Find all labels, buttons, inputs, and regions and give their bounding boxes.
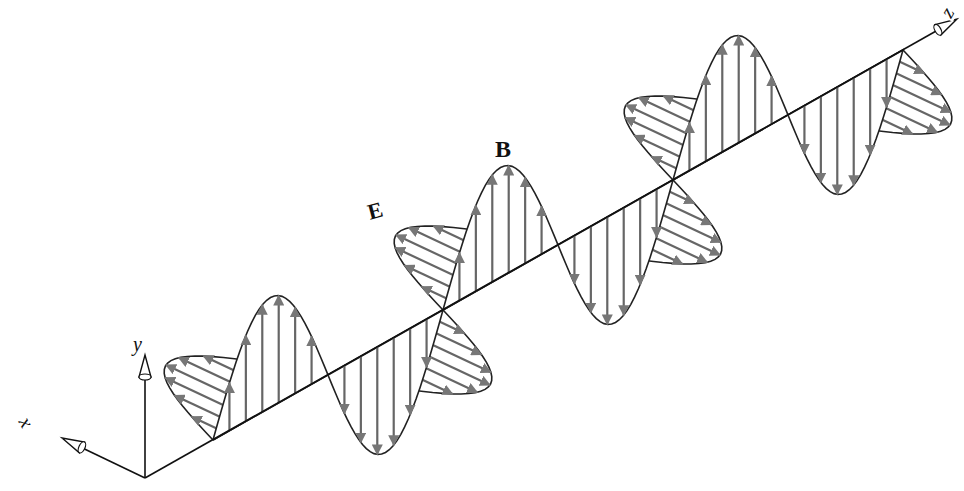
y-axis <box>144 372 146 478</box>
field-label: E <box>363 198 387 224</box>
magnetic-field-lobe <box>328 310 443 454</box>
axis-label: x <box>15 411 39 432</box>
axis-label: y <box>131 334 144 354</box>
magnetic-field-lobe <box>213 296 328 440</box>
y-axis-arrowhead <box>139 374 151 380</box>
magnetic-field-lobe <box>443 166 558 310</box>
z-axis <box>145 26 945 478</box>
field-label: B <box>493 137 513 161</box>
magnetic-field-lobe <box>558 180 673 324</box>
magnetic-field-lobe <box>673 36 788 180</box>
axis-label: z <box>935 2 958 22</box>
x-axis-arrowhead <box>77 441 88 454</box>
magnetic-field-lobe <box>788 50 903 194</box>
z-axis-arrowhead <box>932 23 943 36</box>
